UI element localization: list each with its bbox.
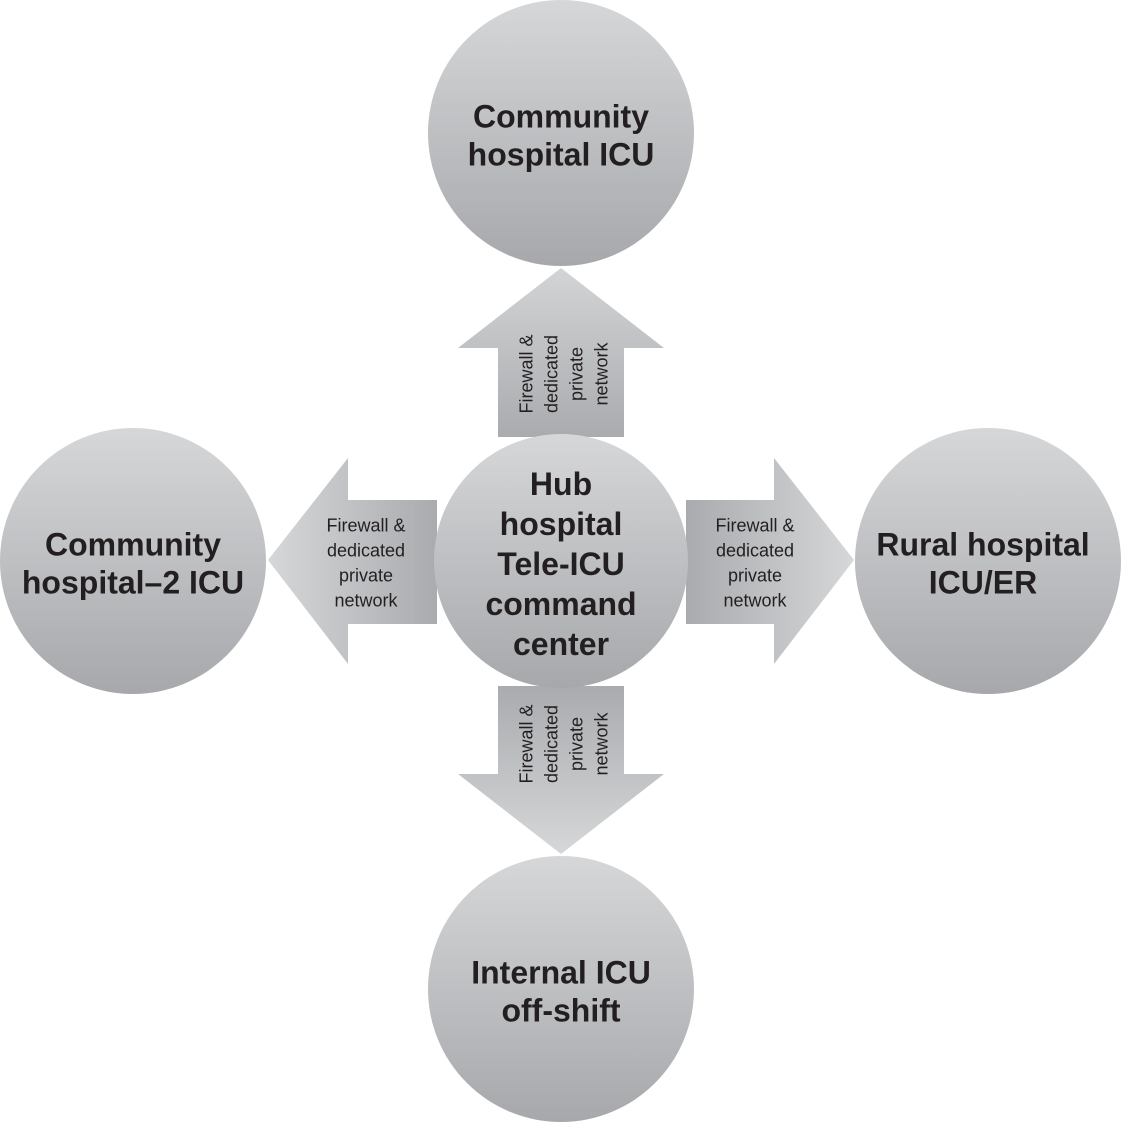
arrow-down-label-line: dedicated bbox=[541, 705, 561, 783]
arrow-left-label-line: network bbox=[334, 590, 398, 610]
node-right-label-line: ICU/ER bbox=[929, 564, 1037, 600]
arrow-left-shape bbox=[268, 458, 437, 664]
arrow-right-label: Firewall & dedicated private network bbox=[715, 515, 794, 610]
node-bottom-circle bbox=[428, 856, 694, 1122]
arrow-up-label-line: private bbox=[566, 347, 586, 401]
arrow-right-shape bbox=[686, 458, 854, 664]
node-left-label-line: hospital–2 ICU bbox=[22, 564, 244, 600]
arrow-up-label-line: network bbox=[591, 341, 611, 405]
hub-label-line: Tele-ICU bbox=[497, 546, 624, 582]
arrow-down-label-line: private bbox=[566, 717, 586, 771]
arrow-left-label-line: dedicated bbox=[327, 540, 405, 560]
node-left-circle bbox=[0, 428, 266, 694]
arrow-down-label-line: Firewall & bbox=[516, 704, 536, 783]
arrow-right-label-line: Firewall & bbox=[715, 515, 794, 535]
arrow-up-shape bbox=[458, 268, 664, 437]
hub-label-line: command bbox=[485, 586, 636, 622]
node-right-label-line: Rural hospital bbox=[876, 526, 1089, 562]
arrow-down-shape bbox=[458, 686, 664, 854]
arrow-left-label: Firewall & dedicated private network bbox=[326, 515, 405, 610]
arrow-right-label-line: dedicated bbox=[716, 540, 794, 560]
hub-circle bbox=[434, 434, 688, 688]
node-right-circle bbox=[855, 428, 1121, 694]
arrow-up-label-line: dedicated bbox=[541, 335, 561, 413]
arrow-to-right: Firewall & dedicated private network bbox=[686, 458, 854, 664]
node-top-label-line: hospital ICU bbox=[468, 136, 655, 172]
hub-label-line: Hub bbox=[530, 466, 592, 502]
arrow-down-label-line: network bbox=[591, 711, 611, 775]
arrow-right-label-line: network bbox=[723, 590, 787, 610]
node-left-label-line: Community bbox=[45, 526, 221, 562]
node-top-circle bbox=[428, 0, 694, 266]
node-bottom-label-line: Internal ICU bbox=[471, 954, 651, 990]
node-top-label-line: Community bbox=[473, 98, 649, 134]
arrow-to-left: Firewall & dedicated private network bbox=[268, 458, 437, 664]
hub-label-line: center bbox=[513, 626, 609, 662]
arrow-left-label-line: private bbox=[339, 565, 393, 585]
hub-label-line: hospital bbox=[500, 506, 623, 542]
arrow-right-label-line: private bbox=[728, 565, 782, 585]
node-bottom-label-line: off-shift bbox=[501, 992, 620, 1028]
arrow-up-label-line: Firewall & bbox=[516, 334, 536, 413]
arrow-left-label-line: Firewall & bbox=[326, 515, 405, 535]
